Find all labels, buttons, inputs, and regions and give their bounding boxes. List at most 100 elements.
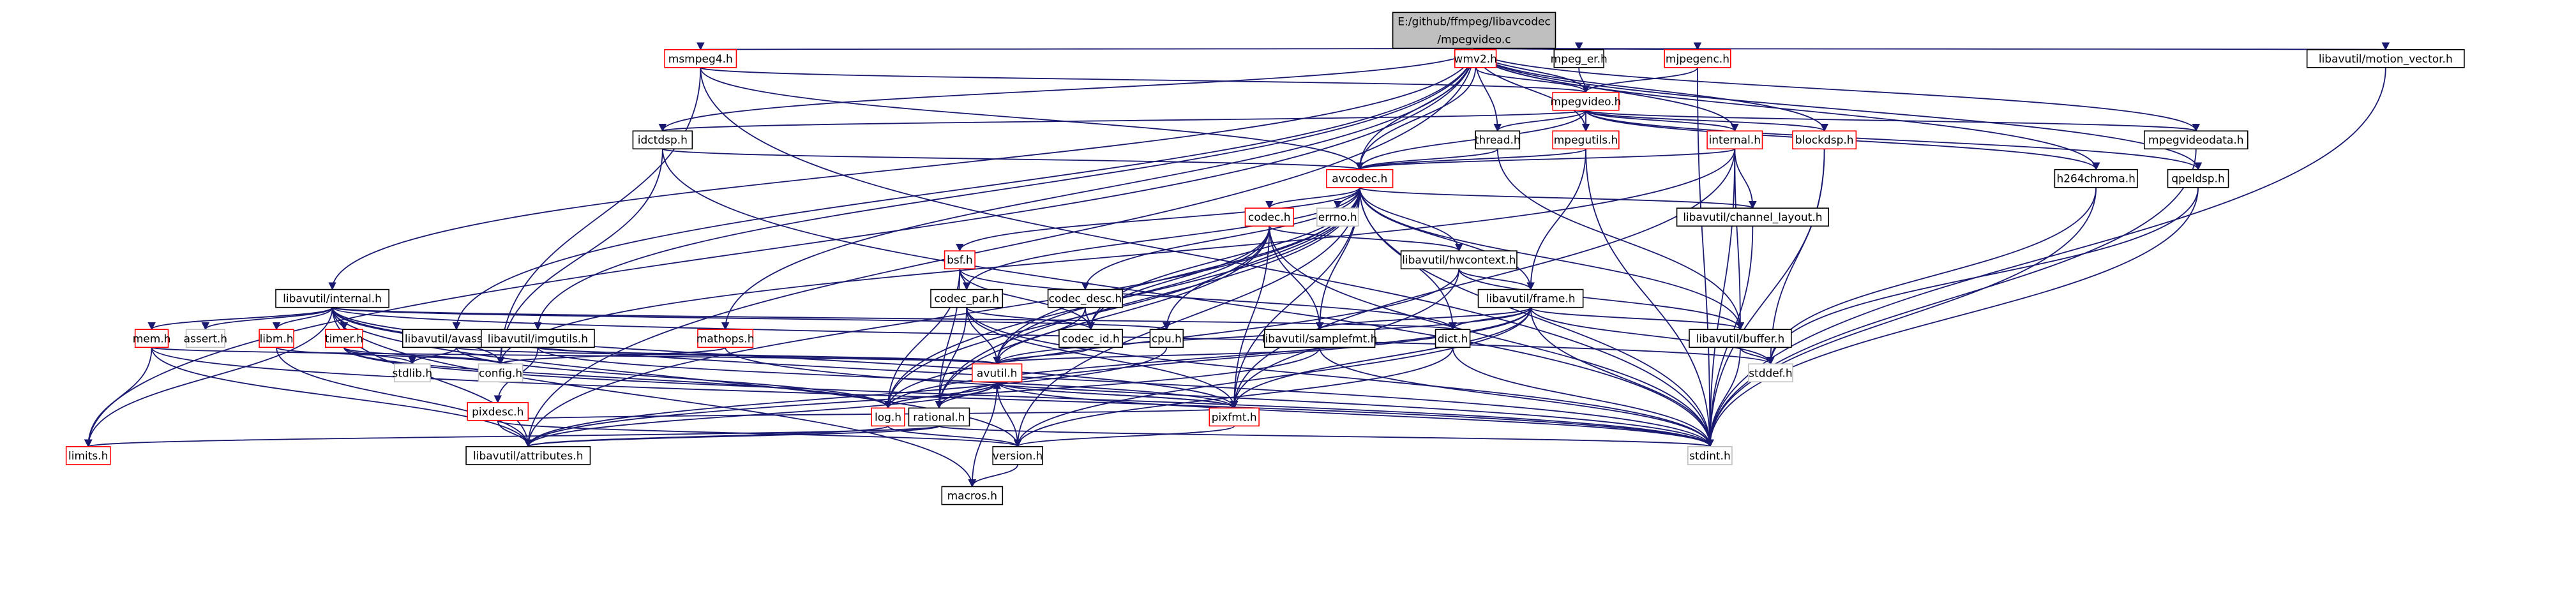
node-assert-label: assert.h (184, 332, 227, 345)
node-mpegutils-label: mpegutils.h (1554, 134, 1618, 147)
node-samplefmt[interactable]: libavutil/samplefmt.h (1262, 329, 1378, 348)
file-nodes: E:/github/ffmpeg/libavcodec/mpegvideo.cm… (65, 11, 2465, 505)
node-motion_vector[interactable]: libavutil/motion_vector.h (2306, 49, 2465, 68)
edge-root-to-idctdsp (658, 48, 1475, 132)
node-mpegvideo-label: mpegvideo.h (1551, 96, 1622, 108)
node-stdint-label: stdint.h (1689, 450, 1731, 463)
node-mpegvideo[interactable]: mpegvideo.h (1551, 91, 1622, 111)
node-libm-box (259, 329, 294, 348)
node-rational[interactable]: rational.h (908, 407, 970, 427)
node-imgutils[interactable]: libavutil/imgutils.h (481, 329, 595, 348)
node-macros[interactable]: macros.h (941, 486, 1004, 505)
edge-mpegutils-to-stdint (1585, 149, 1714, 448)
edge-root-to-h264chroma (1473, 48, 2100, 170)
node-cpu[interactable]: cpu.h (1149, 329, 1184, 348)
node-log-label: log.h (875, 411, 901, 424)
node-version[interactable]: version.h (992, 446, 1043, 465)
node-wmv2[interactable]: wmv2.h (1454, 49, 1497, 68)
node-avcodec[interactable]: avcodec.h (1326, 168, 1394, 188)
edge-avutil_internal-to-libm (272, 307, 333, 331)
node-log[interactable]: log.h (871, 407, 905, 427)
node-frame[interactable]: libavutil/frame.h (1477, 288, 1584, 308)
node-mathops[interactable]: mathops.h (697, 329, 755, 348)
node-limits-box (65, 446, 111, 465)
node-motion_vector-box (2306, 49, 2465, 68)
node-mpegutils[interactable]: mpegutils.h (1552, 130, 1620, 150)
edge-avutil_internal-to-macros (331, 307, 977, 488)
edge-root-to-mpegvideodata (1473, 48, 2200, 132)
node-buffer[interactable]: libavutil/buffer.h (1689, 329, 1792, 348)
edge-avcodec-to-channel_layout (1359, 186, 1757, 209)
node-config[interactable]: config.h (478, 363, 523, 383)
node-codec_desc[interactable]: codec_desc.h (1047, 288, 1124, 308)
node-h264chroma[interactable]: h264chroma.h (2054, 168, 2138, 188)
node-codec-box (1244, 207, 1294, 227)
node-libm[interactable]: libm.h (259, 329, 294, 348)
node-errno[interactable]: errno.h (1316, 207, 1359, 227)
node-qpeldsp[interactable]: qpeldsp.h (2167, 168, 2229, 188)
node-thread[interactable]: thread.h (1475, 130, 1521, 150)
node-samplefmt-box (1263, 329, 1376, 348)
edge-mpegvideodata-to-stdint (1706, 149, 2197, 448)
node-mathops-box (697, 329, 754, 348)
node-mpegutils-box (1552, 130, 1620, 150)
edge-codec-to-hwcontext (1269, 225, 1463, 252)
node-codec_par[interactable]: codec_par.h (930, 288, 1004, 308)
edge-frame-to-samplefmt (1316, 306, 1532, 331)
edge-dict-to-stdint (1452, 347, 1714, 448)
node-codec_id[interactable]: codec_id.h (1058, 329, 1124, 348)
node-limits[interactable]: limits.h (65, 446, 111, 465)
node-rational-box (908, 407, 970, 427)
edge-hwcontext-to-buffer (1458, 269, 1745, 331)
edge-mem-to-limits (84, 347, 153, 448)
edge-codec-to-codec_id (1087, 226, 1270, 331)
node-mem[interactable]: mem.h (133, 329, 171, 348)
edge-thread-to-avcodec (1355, 148, 1498, 170)
node-version-box (992, 446, 1043, 465)
edge-mathops-to-config (497, 347, 727, 365)
node-msmpeg4[interactable]: msmpeg4.h (664, 49, 737, 68)
node-mpegvideodata[interactable]: mpegvideodata.h (2144, 130, 2248, 150)
node-timer[interactable]: timer.h (325, 329, 363, 348)
edge-mpegvideo-to-thread (1493, 110, 1586, 132)
node-channel_layout[interactable]: libavutil/channel_layout.h (1676, 207, 1829, 227)
node-thread-box (1475, 130, 1521, 150)
node-attributes[interactable]: libavutil/attributes.h (465, 446, 591, 465)
edge-wmv2-to-mpegvideo (1475, 67, 1590, 93)
node-mjpegenc[interactable]: mjpegenc.h (1664, 49, 1731, 68)
node-idctdsp[interactable]: idctdsp.h (632, 130, 693, 150)
node-stddef[interactable]: stddef.h (1748, 363, 1793, 383)
node-avutil_internal[interactable]: libavutil/internal.h (275, 288, 389, 308)
node-internal[interactable]: internal.h (1706, 130, 1763, 150)
node-dict[interactable]: dict.h (1435, 329, 1471, 348)
node-avutil[interactable]: avutil.h (972, 363, 1023, 383)
node-pixfmt[interactable]: pixfmt.h (1209, 407, 1260, 427)
edge-internal-to-config (496, 149, 1736, 365)
edge-root-to-attributes (524, 48, 1475, 448)
edge-avassert-to-log (456, 347, 893, 409)
node-stdint[interactable]: stdint.h (1687, 446, 1733, 465)
node-mpeg_er[interactable]: mpeg_er.h (1551, 49, 1608, 68)
node-stdlib[interactable]: stdlib.h (392, 363, 432, 383)
node-hwcontext[interactable]: libavutil/hwcontext.h (1400, 250, 1518, 269)
edge-root-to-msmpeg4 (700, 41, 1475, 50)
node-blockdsp[interactable]: blockdsp.h (1792, 130, 1857, 150)
node-root[interactable]: E:/github/ffmpeg/libavcodec/mpegvideo.c (1392, 11, 1556, 49)
node-avcodec-box (1326, 168, 1394, 188)
edge-frame-to-stdint (1530, 307, 1714, 448)
edge-internal-to-avcodec (1355, 148, 1736, 170)
node-frame-label: libavutil/frame.h (1486, 293, 1576, 306)
node-pixdesc[interactable]: pixdesc.h (467, 401, 529, 421)
edge-frame-to-avutil (993, 307, 1532, 365)
edge-avutil_internal-to-stddef (331, 306, 1775, 365)
node-codec[interactable]: codec.h (1244, 207, 1294, 227)
edge-mpegvideo-to-qpeldsp (1585, 110, 2203, 170)
node-stdlib-label: stdlib.h (392, 367, 432, 380)
node-pixdesc-label: pixdesc.h (472, 406, 523, 419)
edge-frame-to-rational (935, 307, 1532, 409)
edge-frame-to-log (884, 307, 1532, 409)
node-assert[interactable]: assert.h (184, 329, 227, 348)
node-bsf[interactable]: bsf.h (944, 250, 975, 269)
node-attributes-box (465, 446, 591, 465)
